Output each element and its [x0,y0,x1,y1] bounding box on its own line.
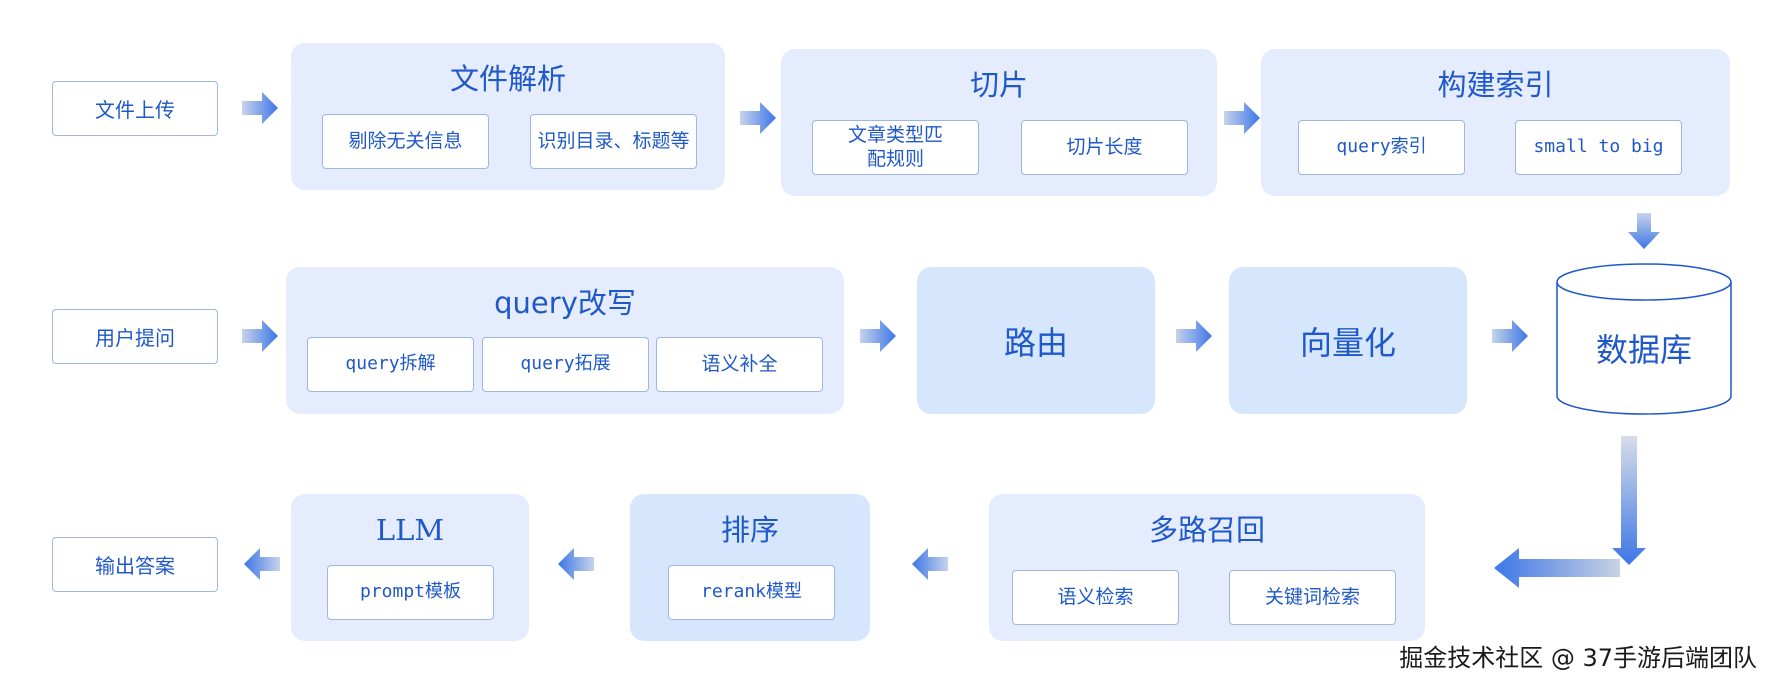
database-label: 数据库 [1595,331,1692,370]
keyword-search-chip: 关键词检索 [1229,570,1396,625]
llm-title: LLM [375,513,445,547]
multi-recall-title: 多路召回 [1148,513,1265,547]
arrow-right-5 [860,320,896,352]
arrow-right-4 [242,320,278,352]
arrow-return-down [1612,436,1646,565]
semantic-search-chip: 语义检索 [1012,570,1179,625]
query-expand-chip: query拓展 [482,337,649,392]
routing-label: 路由 [1003,323,1068,362]
remove-irrelevant-chip: 剔除无关信息 [322,114,489,169]
build-index-group: 构建索引 query索引 small to big [1261,49,1730,196]
arrow-right-6 [1176,320,1212,352]
output-answer-box: 输出答案 [52,537,218,592]
database-cylinder: 数据库 [1555,262,1733,416]
chunking-group: 切片 文章类型匹配规则 切片长度 [781,49,1217,196]
arrow-return-left [1494,548,1620,588]
output-answer-label: 输出答案 [95,554,175,578]
query-decompose-chip: query拆解 [307,337,474,392]
arrow-right-2 [740,102,776,134]
watermark-text: 掘金技术社区 @ 37手游后端团队 [1399,644,1757,672]
arrow-left-1 [912,548,948,580]
recognize-toc-chip: 识别目录、标题等 [530,114,697,169]
arrow-right-1 [242,92,278,124]
routing-box: 路由 [917,267,1155,414]
query-index-chip: query索引 [1298,120,1465,175]
chunk-length-chip: 切片长度 [1021,120,1188,175]
user-question-box: 用户提问 [52,309,218,364]
arrow-right-3 [1224,102,1260,134]
file-upload-box: 文件上传 [52,81,218,136]
file-parsing-group: 文件解析 剔除无关信息 识别目录、标题等 [291,43,725,190]
vectorize-label: 向量化 [1299,323,1396,362]
query-rewrite-group: query改写 query拆解 query拓展 语义补全 [286,267,844,414]
rerank-model-chip: rerank模型 [668,565,835,620]
arrow-down-db [1628,213,1660,249]
small-to-big-chip: small to big [1515,120,1682,175]
chunking-title: 切片 [969,68,1028,102]
build-index-title: 构建索引 [1437,68,1554,102]
prompt-template-chip: prompt模板 [327,565,494,620]
sorting-title: 排序 [720,513,779,547]
database-icon [1556,263,1732,415]
article-type-rule-chip: 文章类型匹配规则 [812,120,979,175]
sorting-group: 排序 rerank模型 [630,494,870,641]
user-question-label: 用户提问 [95,326,175,350]
arrow-left-3 [244,548,280,580]
vectorize-box: 向量化 [1229,267,1467,414]
file-parsing-title: 文件解析 [449,62,566,96]
semantic-complete-chip: 语义补全 [656,337,823,392]
query-rewrite-title: query改写 [494,286,636,320]
file-upload-label: 文件上传 [95,98,175,122]
multi-recall-group: 多路召回 语义检索 关键词检索 [989,494,1425,641]
llm-group: LLM prompt模板 [291,494,529,641]
arrow-left-2 [558,548,594,580]
arrow-right-7 [1492,320,1528,352]
